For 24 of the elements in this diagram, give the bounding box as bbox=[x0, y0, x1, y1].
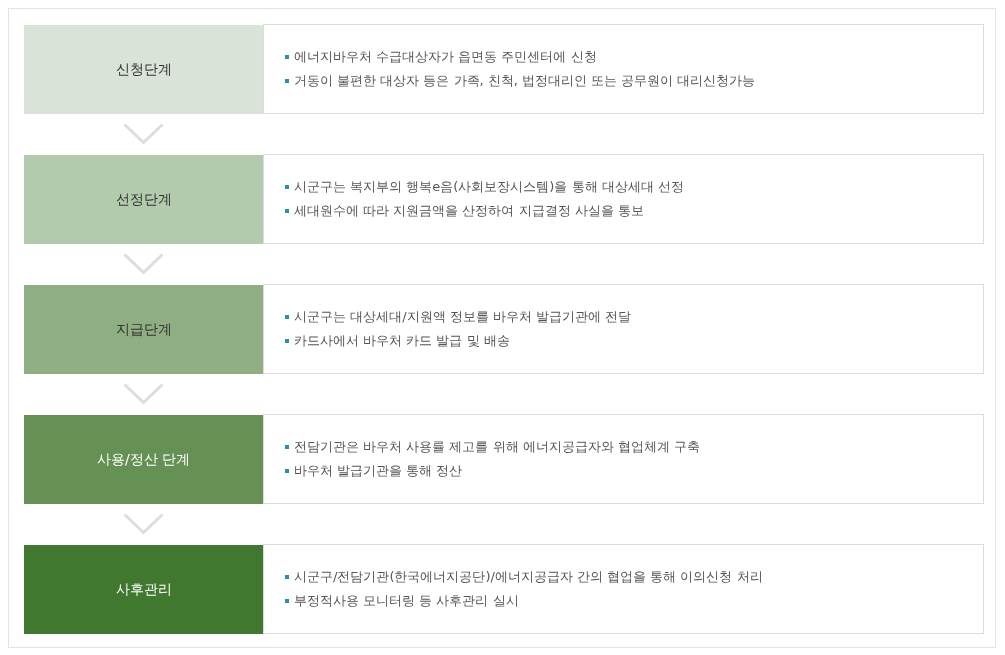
stage-box: 사후관리 bbox=[24, 545, 263, 634]
description-box bbox=[263, 24, 984, 114]
bullet-text: 시군구는 대상세대/지원액 정보를 바우처 발급기관에 전달 bbox=[294, 308, 632, 326]
stage-box: 지급단계 bbox=[24, 285, 263, 374]
bullet-text: 에너지바우처 수급대상자가 읍면동 주민센터에 신청 bbox=[294, 48, 597, 66]
stage-box: 선정단계 bbox=[24, 155, 263, 244]
bullet-text: 전담기관은 바우처 사용률 제고를 위해 에너지공급자와 협업체계 구축 bbox=[294, 438, 700, 456]
bullet-text: 시군구/전담기관(한국에너지공단)/에너지공급자 간의 협업을 통해 이의신청 처리 bbox=[294, 568, 763, 586]
bullet-text: 바우처 발급기관을 통해 정산 bbox=[294, 462, 463, 480]
bullet-text: 거동이 불편한 대상자 등은 가족, 친척, 법정대리인 또는 공무원이 대리신청가능 bbox=[294, 72, 756, 90]
chevron-arrow bbox=[123, 123, 164, 145]
stage-box: 신청단계 bbox=[24, 25, 263, 114]
description-box bbox=[263, 414, 984, 504]
description-box bbox=[263, 544, 984, 634]
chevron-arrow bbox=[123, 253, 164, 275]
chevron-arrow bbox=[123, 383, 164, 405]
chevron-arrow bbox=[123, 513, 164, 535]
bullet-text: 시군구는 복지부의 행복e음(사회보장시스템)을 통해 대상세대 선정 bbox=[294, 178, 684, 196]
stage-box: 사용/정산 단계 bbox=[24, 415, 263, 504]
bullet-text: 세대원수에 따라 지원금액을 산정하여 지급결정 사실을 통보 bbox=[294, 202, 644, 220]
bullet-text: 카드사에서 바우처 카드 발급 및 배송 bbox=[294, 332, 510, 350]
description-box bbox=[263, 154, 984, 244]
description-box bbox=[263, 284, 984, 374]
bullet-text: 부정적사용 모니터링 등 사후관리 실시 bbox=[294, 592, 519, 610]
